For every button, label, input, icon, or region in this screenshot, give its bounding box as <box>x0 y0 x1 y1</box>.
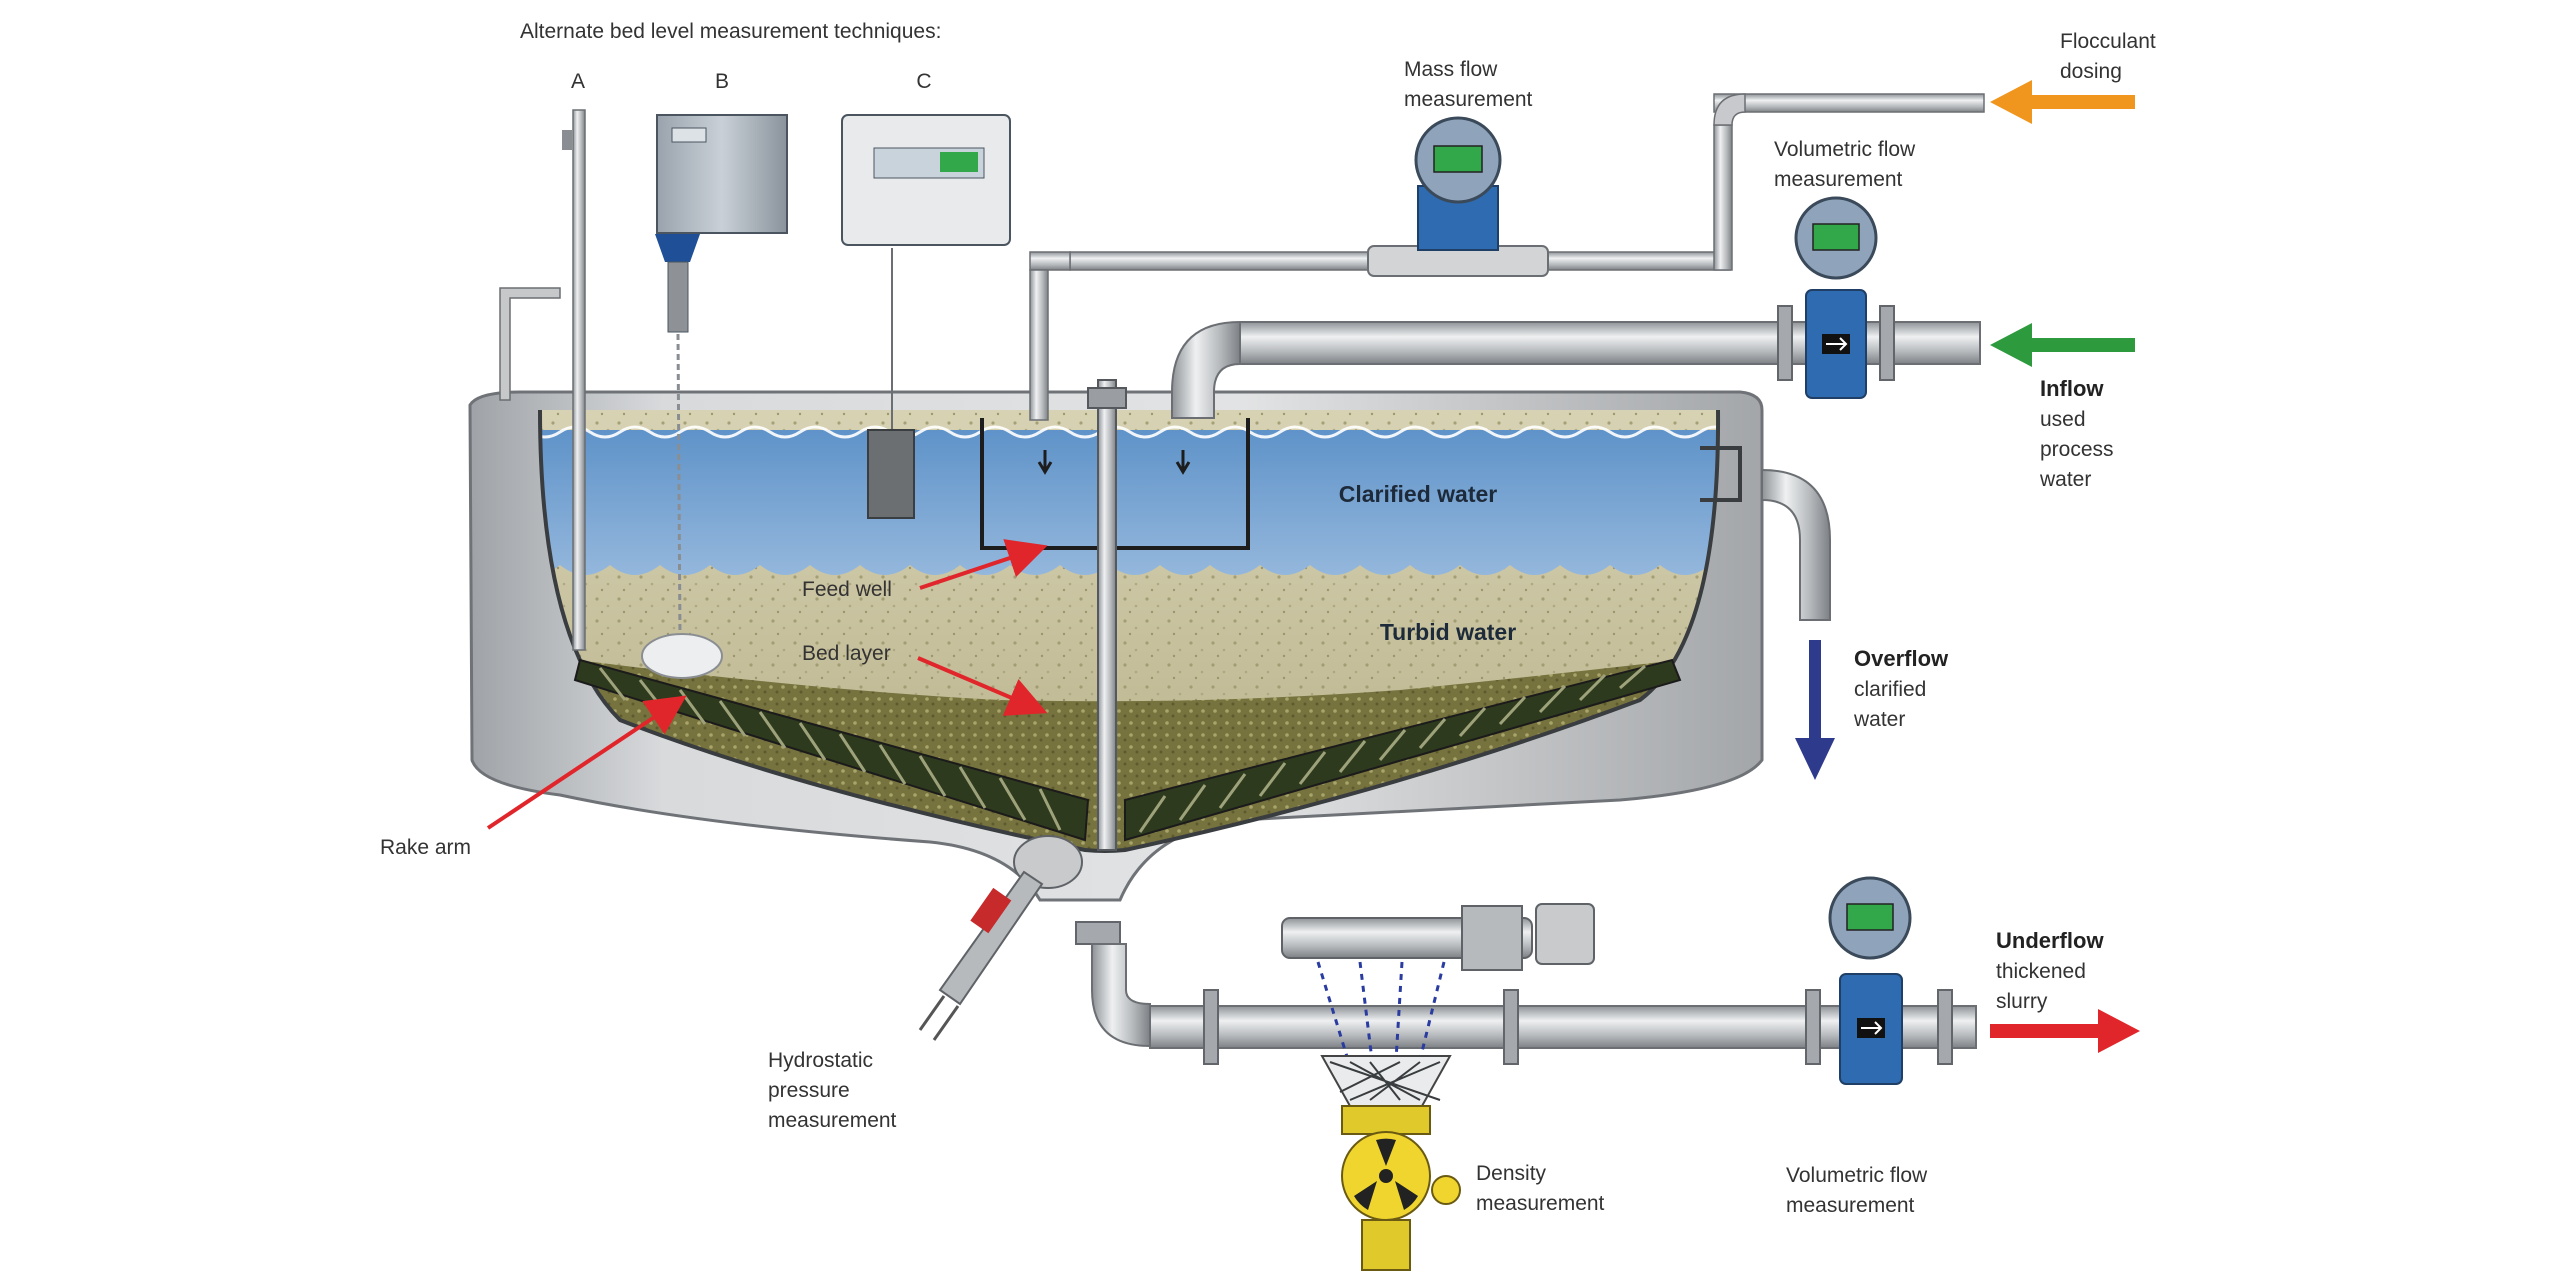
hydrostatic-label-3: measurement <box>768 1109 897 1132</box>
bed-layer-label: Bed layer <box>802 642 891 665</box>
overflow-sub-2: water <box>1853 708 1905 731</box>
rake-arm-label: Rake arm <box>380 836 471 859</box>
underflow-arrow <box>1990 1009 2140 1053</box>
density-meter <box>1281 903 1595 1271</box>
vol-flow-bottom-label-1: Volumetric flow <box>1786 1164 1928 1187</box>
flocculant-arrow <box>1990 80 2135 124</box>
technique-label-b: B <box>715 70 729 93</box>
density-label-1: Density <box>1476 1162 1547 1185</box>
vol-flow-top-label-1: Volumetric flow <box>1774 138 1916 161</box>
hydrostatic-label-1: Hydrostatic <box>768 1049 873 1072</box>
turbid-water-label: Turbid water <box>1380 619 1516 645</box>
rake-arm-pointer <box>486 695 687 830</box>
flocculant-pipe <box>1029 93 1985 421</box>
mass-flow-meter <box>1367 116 1549 277</box>
underflow-pipe <box>1075 921 1977 1065</box>
flocculant-label-1: Flocculant <box>2060 30 2156 53</box>
bed-level-device-c <box>841 114 1011 519</box>
clarified-water-label: Clarified water <box>1339 481 1498 507</box>
vol-flow-bottom-label-2: measurement <box>1786 1194 1915 1217</box>
inflow-arrow <box>1990 323 2135 367</box>
density-label-2: measurement <box>1476 1192 1605 1215</box>
bed-level-probe-a <box>499 109 586 651</box>
inflow-sub-3: water <box>2039 468 2091 491</box>
volumetric-flow-meter-top <box>1794 196 1878 399</box>
flocculant-label-2: dosing <box>2060 60 2122 83</box>
hydrostatic-pressure-sensor <box>918 835 1083 1041</box>
overflow-title: Overflow <box>1854 646 1949 671</box>
technique-label-a: A <box>571 70 585 93</box>
underflow-title: Underflow <box>1996 928 2104 953</box>
underflow-sub-1: thickened <box>1996 960 2086 983</box>
mass-flow-label-1: Mass flow <box>1404 58 1498 81</box>
bed-layer-pointer <box>917 656 1048 716</box>
inflow-sub-2: process <box>2040 438 2114 461</box>
inflow-sub-1: used <box>2040 408 2086 431</box>
diagram-title: Alternate bed level measurement techniqu… <box>520 20 941 43</box>
clarified-water-zone <box>540 430 1719 575</box>
inflow-title: Inflow <box>2040 376 2104 401</box>
feed-well-label: Feed well <box>802 578 892 601</box>
overflow-arrow <box>1795 640 1835 780</box>
pointer-lines <box>486 539 1048 830</box>
rake-arm <box>573 658 1682 842</box>
vol-flow-top-label-2: measurement <box>1774 168 1903 191</box>
mass-flow-label-2: measurement <box>1404 88 1533 111</box>
overflow-pipe <box>1700 446 1831 621</box>
center-shaft <box>1097 379 1117 851</box>
underflow-sub-2: slurry <box>1996 990 2048 1013</box>
hydrostatic-label-2: pressure <box>768 1079 850 1102</box>
bed-level-device-b <box>641 114 788 679</box>
overflow-sub-1: clarified <box>1854 678 1926 701</box>
feed-well-pointer <box>919 539 1048 590</box>
technique-label-c: C <box>916 70 931 93</box>
volumetric-flow-meter-bottom <box>1828 876 1912 1085</box>
